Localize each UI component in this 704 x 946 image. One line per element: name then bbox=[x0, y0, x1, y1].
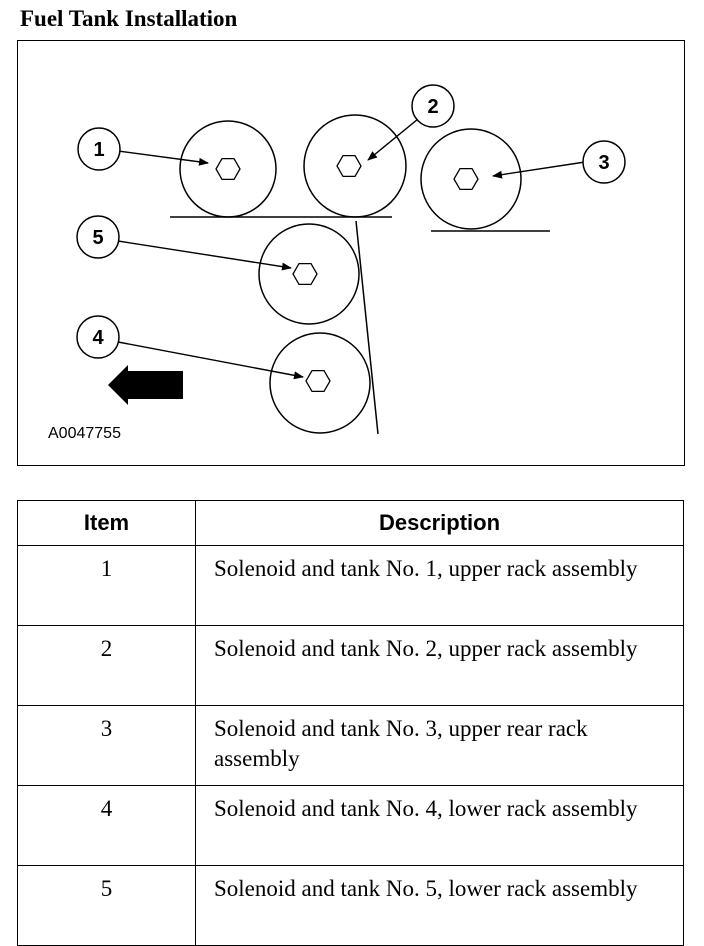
parts-table: Item Description 1 Solenoid and tank No.… bbox=[17, 500, 684, 946]
item-number: 5 bbox=[17, 865, 196, 946]
fuel-tank-diagram: 1 2 3 5 4 A0047755 bbox=[17, 40, 685, 466]
item-number: 1 bbox=[17, 545, 196, 626]
callout-1-circle bbox=[77, 127, 121, 171]
tank-2 bbox=[303, 114, 407, 218]
callout-3-label: 3 bbox=[598, 152, 609, 174]
item-description: Solenoid and tank No. 2, upper rack asse… bbox=[195, 625, 684, 706]
figure-id: A0047755 bbox=[48, 425, 121, 442]
rack-lines bbox=[170, 216, 550, 435]
table-row: 4 Solenoid and tank No. 4, lower rack as… bbox=[17, 785, 684, 866]
callout-4-label: 4 bbox=[92, 327, 104, 349]
table-row: 1 Solenoid and tank No. 1, upper rack as… bbox=[17, 545, 684, 626]
leader-lines bbox=[117, 118, 586, 380]
callout-2-label: 2 bbox=[427, 96, 438, 118]
callout-1-label: 1 bbox=[93, 139, 104, 161]
header-description: Description bbox=[195, 500, 684, 546]
table-row: 3 Solenoid and tank No. 3, upper rear ra… bbox=[17, 705, 684, 786]
header-item: Item bbox=[17, 500, 196, 546]
item-number: 4 bbox=[17, 785, 196, 866]
table-row: 5 Solenoid and tank No. 5, lower rack as… bbox=[17, 865, 684, 946]
forward-arrow-icon bbox=[108, 365, 183, 405]
tank-1 bbox=[179, 120, 277, 218]
callout-5-label: 5 bbox=[92, 227, 103, 249]
tank-5 bbox=[258, 223, 360, 325]
page-title: Fuel Tank Installation bbox=[20, 6, 238, 31]
callout-2-circle bbox=[411, 84, 455, 128]
tank-4 bbox=[269, 332, 371, 434]
callout-4-circle bbox=[76, 315, 120, 359]
callout-5-circle bbox=[76, 215, 120, 259]
item-description: Solenoid and tank No. 3, upper rear rack… bbox=[195, 705, 684, 786]
callout-3-circle bbox=[582, 140, 626, 184]
diagram-drawing: 1 2 3 5 4 bbox=[76, 84, 626, 435]
item-number: 2 bbox=[17, 625, 196, 706]
item-description: Solenoid and tank No. 1, upper rack asse… bbox=[195, 545, 684, 626]
table-row: 2 Solenoid and tank No. 2, upper rack as… bbox=[17, 625, 684, 706]
item-number: 3 bbox=[17, 705, 196, 786]
item-description: Solenoid and tank No. 5, lower rack asse… bbox=[195, 865, 684, 946]
item-description: Solenoid and tank No. 4, lower rack asse… bbox=[195, 785, 684, 866]
table-header-row: Item Description bbox=[17, 500, 684, 546]
tank-3 bbox=[420, 128, 522, 230]
